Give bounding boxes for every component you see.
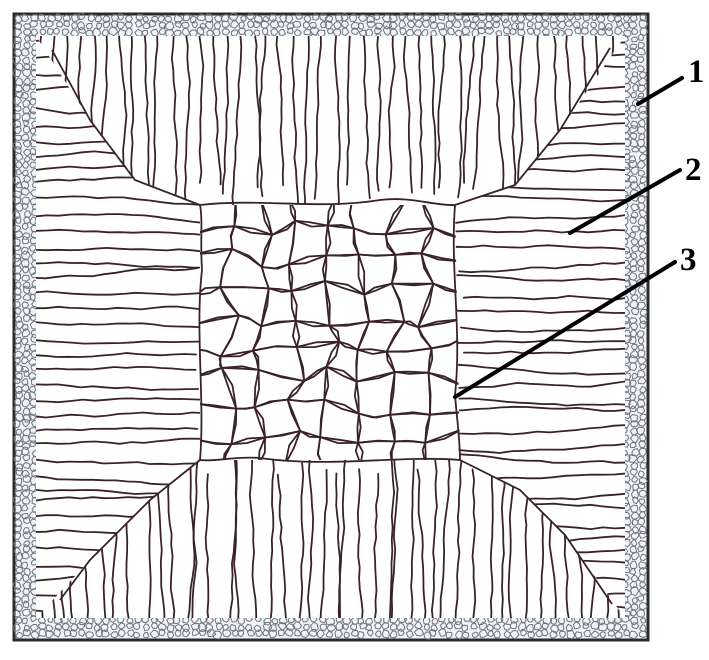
callout-label-3: 3	[680, 242, 697, 278]
callout-label-1: 1	[688, 54, 705, 90]
callout-label-2: 2	[685, 152, 702, 188]
